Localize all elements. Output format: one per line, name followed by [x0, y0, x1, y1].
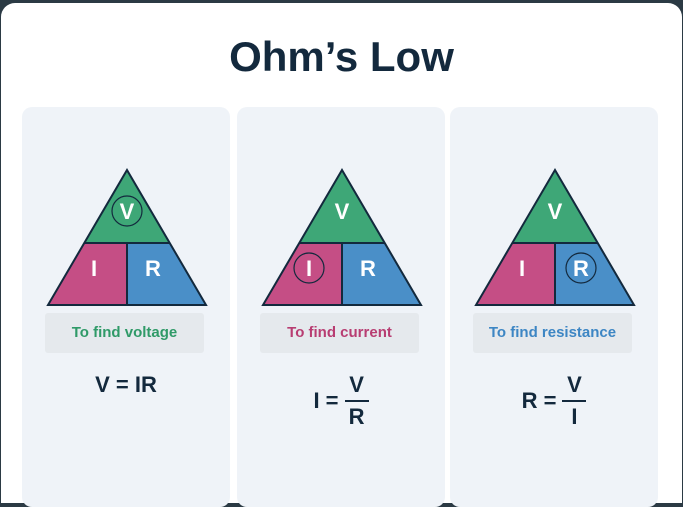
letter-left: I — [519, 256, 525, 281]
ohms-triangle: V I R — [46, 168, 208, 306]
letter-top: V — [120, 199, 135, 224]
formula-lhs: I = — [313, 388, 339, 413]
ohms-triangle: V I R — [261, 168, 423, 306]
letter-left: I — [306, 256, 312, 281]
formula-lhs: V = — [95, 372, 129, 397]
voltage-section — [512, 170, 598, 243]
voltage-section — [299, 170, 385, 243]
current-section — [48, 243, 127, 305]
letter-top: V — [335, 199, 350, 224]
current-section — [263, 243, 342, 305]
ohms-triangle: V I R — [474, 168, 636, 306]
voltage-section — [84, 170, 170, 243]
letter-right: R — [360, 256, 376, 281]
denominator: R — [348, 404, 365, 429]
numerator: V — [349, 372, 364, 397]
denominator: I — [571, 404, 578, 429]
letter-right: R — [573, 256, 589, 281]
highlight-circle — [111, 195, 143, 227]
letter-right: R — [145, 256, 161, 281]
formula-rhs: IR — [134, 372, 157, 397]
formula-lhs: R = — [521, 388, 557, 413]
panel-label: To find current — [260, 313, 419, 353]
letter-top: V — [548, 199, 563, 224]
highlight-circle — [293, 252, 325, 284]
formula: V = IR — [22, 372, 230, 398]
page-title: Ohm’s Low — [229, 33, 454, 80]
numerator: V — [567, 372, 582, 397]
panel-label: To find resistance — [473, 313, 632, 353]
letter-left: I — [91, 256, 97, 281]
highlight-circle — [565, 252, 597, 284]
current-section — [476, 243, 555, 305]
resistance-section — [127, 243, 206, 305]
resistance-section — [342, 243, 421, 305]
panel-label: To find voltage — [45, 313, 204, 353]
